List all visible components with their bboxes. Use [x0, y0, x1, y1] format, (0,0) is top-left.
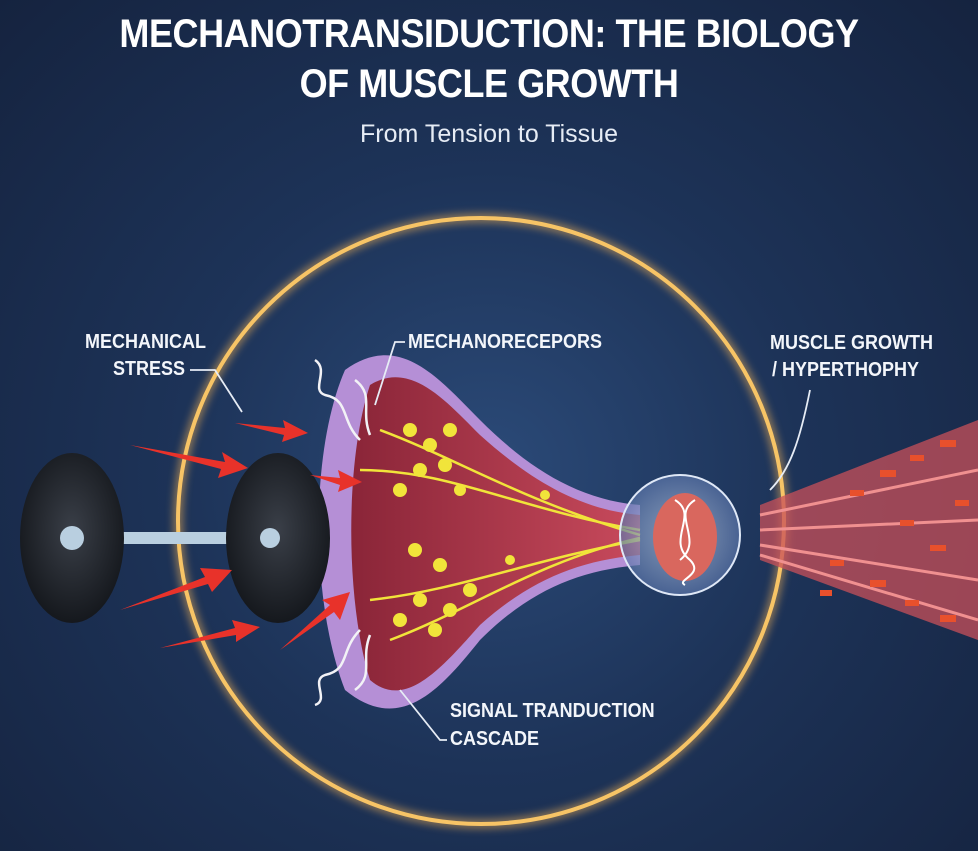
signal-molecules: [393, 423, 550, 637]
cell: [318, 355, 641, 709]
title-line-1: MECHANOTRANSIDUCTION: THE BIOLOGY: [119, 12, 859, 56]
leader-lines: [190, 341, 811, 741]
stress-arrows: [120, 420, 362, 650]
label-mechanical-stress-2: STRESS: [113, 358, 186, 380]
subtitle: From Tension to Tissue: [360, 120, 618, 148]
label-mechanoreceptors: MECHANORECEPORS: [408, 331, 603, 353]
mechanoreceptors: [314, 358, 372, 707]
label-signal-1: SIGNAL TRANDUCTION: [450, 700, 655, 722]
barbell: [20, 453, 330, 623]
label-muscle-growth-1: MUSCLE GROWTH: [770, 332, 933, 354]
label-signal-2: CASCADE: [450, 728, 540, 750]
muscle-fibers: [759, 420, 978, 640]
label-mechanical-stress-1: MECHANICAL: [85, 331, 206, 353]
nucleus: [619, 474, 741, 596]
title-line-2: OF MUSCLE GROWTH: [299, 62, 679, 106]
label-muscle-growth-2: / HYPERTHOPHY: [772, 359, 920, 381]
signal-pathways: [359, 428, 641, 642]
dna-icon: [674, 499, 696, 586]
